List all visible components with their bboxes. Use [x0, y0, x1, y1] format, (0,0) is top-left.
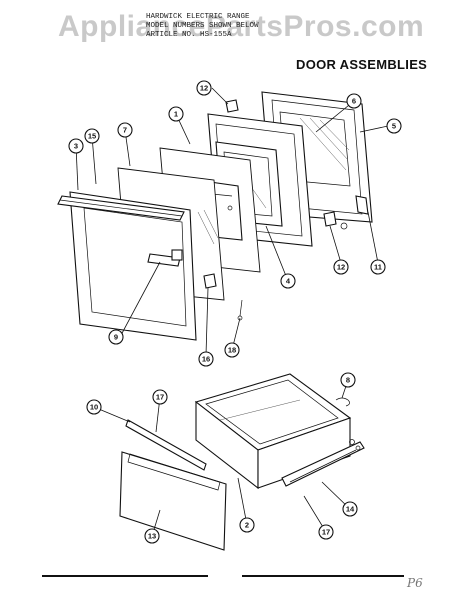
header-block: HARDWICK ELECTRIC RANGE MODEL NUMBERS SH… [146, 13, 259, 40]
callout-11: 11 [370, 259, 386, 275]
outer-door-frame [57, 191, 197, 341]
svg-text:9: 9 [114, 333, 118, 342]
svg-text:14: 14 [346, 505, 355, 514]
callout-4: 4 [280, 273, 296, 289]
drawer-slide-rail [281, 439, 365, 487]
handwritten-note: P6 [407, 576, 423, 590]
callout-16: 15 [84, 128, 100, 144]
drawer-support-strip [125, 419, 207, 471]
callout-12-right: 12 [333, 259, 349, 275]
callout-10: 10 [86, 399, 102, 415]
callout-1: 1 [168, 106, 184, 122]
svg-text:11: 11 [374, 263, 382, 272]
svg-text:3: 3 [74, 142, 78, 151]
callout-5: 5 [386, 118, 402, 134]
svg-text:10: 10 [90, 403, 98, 412]
callout-8: 8 [340, 372, 356, 388]
svg-text:13: 13 [148, 532, 156, 541]
callout-7: 7 [117, 122, 133, 138]
svg-text:4: 4 [286, 277, 291, 286]
svg-text:16: 16 [202, 355, 210, 364]
small-brackets [203, 273, 243, 321]
svg-text:18: 18 [228, 346, 236, 355]
callout-18: 18 [224, 342, 240, 358]
svg-text:2: 2 [245, 521, 249, 530]
callout-13: 13 [144, 528, 160, 544]
header-line-2: MODEL NUMBERS SHOWN BELOW [146, 22, 259, 30]
callout-6: 6 [346, 93, 362, 109]
callout-3: 3 [68, 138, 84, 154]
svg-text:17: 17 [156, 393, 164, 402]
svg-text:12: 12 [337, 263, 345, 272]
handle-bracket [147, 249, 183, 267]
wire-clip [335, 397, 350, 407]
callout-17-bottom: 17 [318, 524, 334, 540]
callout-17-top: 17 [152, 389, 168, 405]
svg-text:12: 12 [200, 84, 208, 93]
svg-text:17: 17 [322, 528, 330, 537]
door-clips [225, 99, 348, 230]
svg-text:1: 1 [174, 110, 178, 119]
callout-12-top: 12 [196, 80, 212, 96]
svg-text:15: 15 [88, 132, 96, 141]
callout-9: 9 [108, 329, 124, 345]
watermark: AppliancePartsPros.com [58, 10, 425, 43]
drawer-front-panel [119, 451, 227, 551]
page-title: DOOR ASSEMBLIES [296, 57, 428, 72]
callout-14: 14 [342, 501, 358, 517]
header-line-3: ARTICLE NO. HS-155A [146, 31, 232, 39]
callout-15: 16 [198, 351, 214, 367]
storage-drawer [194, 373, 352, 490]
callout-2: 2 [239, 517, 255, 533]
svg-text:7: 7 [123, 126, 127, 135]
header-line-1: HARDWICK ELECTRIC RANGE [146, 13, 250, 21]
svg-text:8: 8 [346, 376, 350, 385]
svg-text:6: 6 [352, 97, 356, 106]
svg-text:5: 5 [392, 122, 396, 131]
